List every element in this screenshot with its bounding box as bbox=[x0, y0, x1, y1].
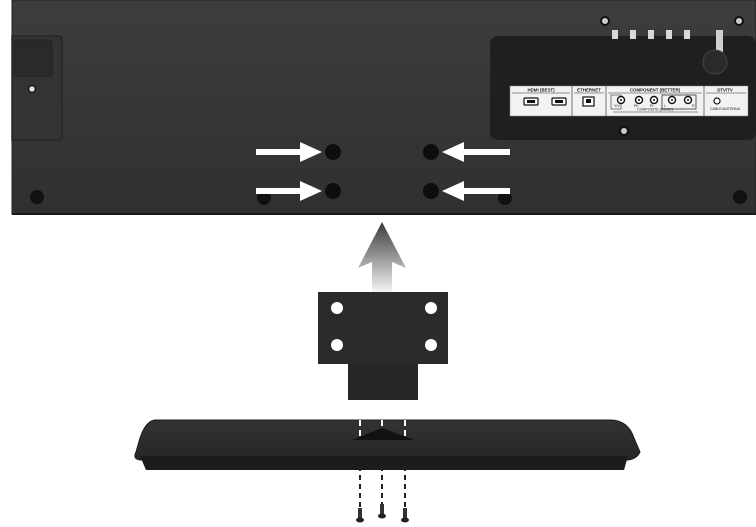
tv-bottom-holes bbox=[30, 190, 747, 205]
stand-base bbox=[134, 419, 641, 470]
bracket-hole-icon bbox=[331, 302, 343, 314]
hdmi-port-1-icon bbox=[523, 97, 539, 106]
hdmi-label: HDMI (BEST) bbox=[527, 88, 555, 93]
component-sub-pr: Pr bbox=[650, 104, 654, 108]
mounting-hole-icon bbox=[325, 144, 341, 160]
screw-icon bbox=[356, 508, 364, 523]
component-jacks bbox=[610, 94, 698, 113]
panel-screw-top-right-icon bbox=[734, 16, 744, 26]
bracket-hole-icon bbox=[425, 302, 437, 314]
composite-label: COMPOSITE (GOOD) bbox=[637, 108, 673, 112]
panel-screw-bottom-icon bbox=[619, 126, 629, 136]
component-label: COMPONENT (BETTER) bbox=[630, 88, 681, 93]
dtv-coax-jack-icon bbox=[713, 97, 721, 105]
arrow-right-icon bbox=[256, 181, 322, 201]
ethernet-label: ETHERNET bbox=[577, 88, 601, 93]
arrow-right-icon bbox=[256, 142, 322, 162]
left-recess bbox=[11, 35, 63, 141]
mounting-hole-icon bbox=[30, 190, 44, 204]
dtv-sub-label: CABLE/ANTENNA bbox=[710, 107, 741, 111]
left-recess-jack-icon bbox=[27, 84, 37, 94]
component-sub-pb: Pb bbox=[634, 104, 638, 108]
mounting-hole-icon bbox=[257, 191, 271, 205]
rear-port-panel: HDMI (BEST) ETHERNET COMPONENT (BETTER) … bbox=[490, 16, 756, 140]
panel-screw-top-icon bbox=[600, 16, 610, 26]
ethernet-port-icon bbox=[582, 96, 595, 107]
mounting-hole-icon bbox=[325, 183, 341, 199]
top-jacks bbox=[612, 30, 728, 75]
bracket-hole-icon bbox=[331, 339, 343, 351]
screw-guide-lines-lower bbox=[359, 466, 406, 510]
mounting-hole-icon bbox=[423, 183, 439, 199]
arrow-left-icon bbox=[442, 142, 510, 162]
bracket-hole-icon bbox=[425, 339, 437, 351]
arrow-left-icon bbox=[442, 181, 510, 201]
component-sub-y: Y/V bbox=[614, 104, 620, 108]
component-sub-r: R bbox=[692, 104, 695, 108]
stand-neck bbox=[318, 292, 448, 400]
screw-icon bbox=[378, 504, 386, 519]
screw-guide-lines bbox=[359, 400, 406, 440]
arrow-up-icon bbox=[358, 222, 406, 296]
mounting-hole-icon bbox=[498, 191, 512, 205]
stand-mount-holes bbox=[325, 144, 439, 199]
component-sub-l: L bbox=[664, 104, 666, 108]
mounting-hole-icon bbox=[733, 190, 747, 204]
mounting-hole-icon bbox=[423, 144, 439, 160]
screw-icon bbox=[401, 508, 409, 523]
hdmi-port-2-icon bbox=[551, 97, 567, 106]
dtv-label: DTV/TV bbox=[717, 88, 733, 93]
